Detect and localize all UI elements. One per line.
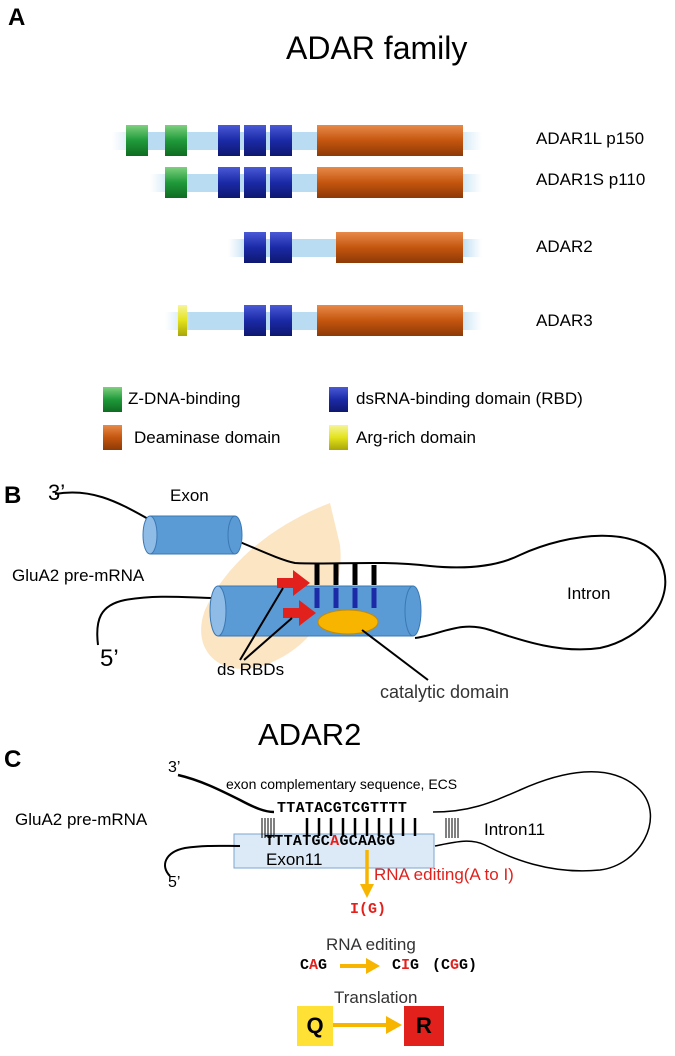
legend-label-arg: Arg-rich domain [356, 428, 476, 447]
codon-cag-g: G [318, 957, 328, 974]
rbd-domain [244, 125, 266, 156]
exon-seq-suffix: GCAAGG [339, 833, 396, 850]
rbd-arrow-lower [283, 600, 316, 626]
exon-seq-prefix: TTTATGC [265, 833, 331, 850]
panel-b-exon-label: Exon [170, 486, 209, 505]
codon-cag-a: A [309, 957, 319, 974]
ecs-base-pairs [305, 818, 417, 836]
codon-cgg-c: (C [432, 957, 451, 974]
codon-cgg-g: G [450, 957, 460, 974]
codon-arrow-head [366, 958, 380, 974]
amino-acid-r-box: R [404, 1006, 444, 1046]
rna-editing-a-to-i-label: RNA editing(A to I) [374, 865, 514, 884]
translation-label: Translation [334, 988, 418, 1007]
inosine-label: I(G) [350, 901, 387, 918]
panel-b-3prime: 3’ [48, 480, 66, 505]
exon-cylinder-top [142, 515, 243, 555]
rbd-domain [218, 125, 240, 156]
protein-label-adar2: ADAR2 [536, 237, 593, 256]
rna-strand-3prime [54, 491, 667, 651]
panel-a-letter: A [8, 4, 26, 31]
catalytic-domain-shape [317, 609, 379, 635]
rbd-domain [270, 305, 292, 336]
exon-strand-5prime [164, 844, 241, 877]
rbd-domain [244, 305, 266, 336]
panel-b-catalytic-label: catalytic domain [380, 682, 510, 702]
codon-cag-c: C [300, 957, 310, 974]
exon11-label: Exon11 [266, 850, 323, 869]
hatch-marks-left [261, 818, 275, 838]
arg-rich-domain [178, 305, 187, 336]
ecs-label: exon complementary sequence, ECS [226, 776, 458, 792]
legend-swatch-arg [329, 425, 348, 450]
base-pair-ticks [314, 563, 377, 608]
rna-editing-label: RNA editing [326, 935, 416, 954]
panel-b-5prime: 5’ [100, 645, 119, 672]
rbd-domain [270, 125, 292, 156]
panel-c-3prime: 3’ [168, 759, 181, 776]
protein-label-adar1l: ADAR1L p150 [536, 129, 645, 148]
codon-cgg: (CGG) [432, 957, 477, 974]
codon-cig-c: C [392, 957, 402, 974]
panel-c-5prime: 5’ [168, 874, 181, 891]
protein-adar3 [165, 305, 482, 336]
zdna-domain [165, 167, 187, 198]
deaminase-domain [317, 305, 463, 336]
panel-b-letter: B [4, 482, 22, 509]
deaminase-domain [336, 232, 463, 263]
legend-swatch-rbd [329, 387, 348, 412]
adar2-binding-illustration [54, 491, 667, 681]
rna-strand-5prime [96, 595, 216, 646]
panel-b-enzyme-title: ADAR2 [258, 717, 362, 752]
translation-arrow-head [386, 1016, 402, 1034]
protein-adar1l [112, 125, 482, 156]
intron11-loop [432, 771, 652, 872]
codon-cig-i: I [401, 957, 411, 974]
editing-arrow-head [360, 884, 374, 898]
legend-label-deaminase: Deaminase domain [134, 428, 281, 447]
codon-cgg-g2: G) [459, 957, 478, 974]
rbd-domain [218, 167, 240, 198]
rbd-domain [270, 167, 292, 198]
rbd-domain [244, 232, 266, 263]
intron11-label: Intron11 [484, 820, 546, 839]
rbd-domain [244, 167, 266, 198]
deaminase-domain [317, 125, 463, 156]
codon-cag: CAG [300, 957, 327, 974]
domain-architecture-graphic [103, 125, 482, 450]
amino-acid-q-box: Q [297, 1006, 333, 1046]
panel-b-pre-mrna-label: GluA2 pre-mRNA [12, 566, 145, 585]
hatch-marks-right [445, 818, 459, 838]
ecs-strand [177, 773, 275, 814]
protein-label-adar1s: ADAR1S p110 [536, 170, 646, 189]
rbd-domain [270, 232, 292, 263]
protein-adar1s [150, 167, 482, 198]
panel-c-pre-mrna-label: GluA2 pre-mRNA [15, 810, 148, 829]
exon11-box [233, 833, 435, 869]
rbd-arrow-upper [277, 570, 310, 596]
panel-c-letter: C [4, 746, 22, 773]
protein-adar2 [228, 232, 482, 263]
panel-b-intron-label: Intron [567, 584, 611, 603]
ecs-sequence: TTATACGTCGTTTT [277, 800, 408, 817]
legend-swatch-deaminase [103, 425, 122, 450]
legend-label-rbd: dsRNA-binding domain (RBD) [356, 389, 583, 408]
panel-a-title: ADAR family [286, 30, 468, 66]
deaminase-domain [317, 167, 463, 198]
zdna-domain [126, 125, 148, 156]
codon-cig: CIG [392, 957, 419, 974]
zdna-domain [165, 125, 187, 156]
panel-b-ds-rbds-label: ds RBDs [217, 660, 285, 679]
edited-adenosine: A [330, 833, 340, 850]
legend-swatch-zdna [103, 387, 122, 412]
exon-sequence: TTTATGCAGCAAGG [265, 833, 395, 850]
protein-label-adar3: ADAR3 [536, 311, 593, 330]
codon-cig-g: G [410, 957, 420, 974]
legend-label-zdna: Z-DNA-binding [128, 389, 241, 408]
